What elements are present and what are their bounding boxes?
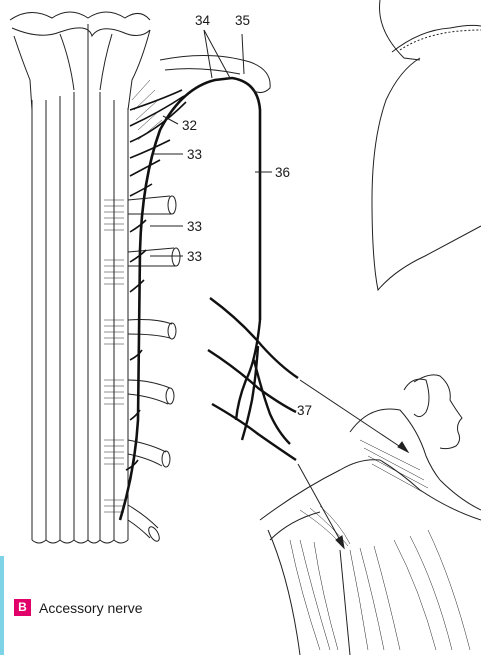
label-34: 34: [195, 13, 211, 28]
accessory-nerve-trunk: [120, 78, 260, 520]
figure-caption: B Accessory nerve: [14, 599, 142, 616]
caption-text: Accessory nerve: [39, 600, 142, 616]
skull-outline: [372, 0, 481, 290]
caption-accent-bar: [0, 556, 4, 655]
nerve-branches: [208, 298, 298, 460]
head-neck: [260, 375, 481, 655]
spinal-nerve-roots: [128, 196, 180, 543]
label-35: 35: [235, 13, 250, 28]
label-37: 37: [297, 403, 312, 418]
caption-badge: B: [14, 599, 31, 616]
label-33-c: 33: [187, 249, 202, 264]
label-33-a: 33: [187, 147, 202, 162]
labels: 32 33 33 33 34 35 36 37: [182, 13, 312, 418]
label-33-b: 33: [187, 219, 202, 234]
accessory-rootlets: [126, 90, 186, 470]
jugular-foramen: [160, 55, 270, 92]
label-36: 36: [275, 165, 290, 180]
label-32: 32: [182, 118, 197, 133]
